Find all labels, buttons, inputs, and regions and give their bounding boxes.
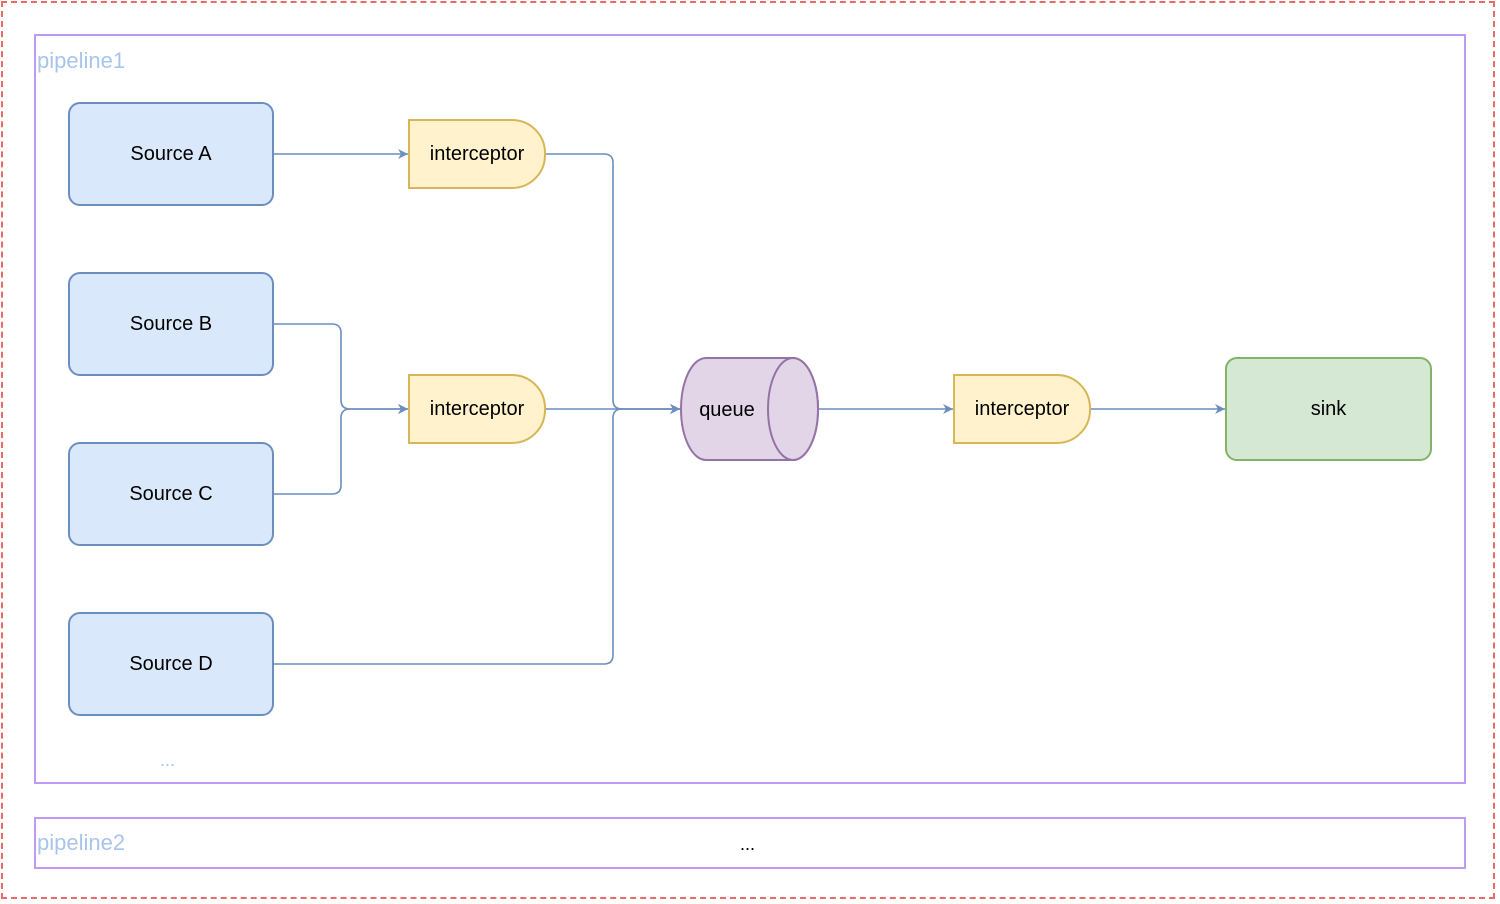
source-c-node: Source C xyxy=(68,442,274,546)
edge-sourceD-queue xyxy=(273,404,680,665)
source-a-label: Source A xyxy=(130,142,212,165)
interceptor-2-node: interceptor xyxy=(408,374,546,444)
queue-label: queue xyxy=(699,399,755,421)
queue-node: queue xyxy=(680,357,819,461)
pipeline2-label: pipeline2 xyxy=(37,830,126,855)
interceptor-3-node: interceptor xyxy=(953,374,1091,444)
edge-sourceB-interceptor2 xyxy=(273,323,408,414)
source-b-node: Source B xyxy=(68,272,274,376)
interceptor-3-label: interceptor xyxy=(974,397,1070,420)
pipeline1-container xyxy=(34,34,1466,784)
source-b-label: Source B xyxy=(129,312,213,335)
sources-ellipsis: ... xyxy=(160,750,176,770)
source-d-label: Source D xyxy=(129,652,213,675)
pipeline2-ellipsis: ... xyxy=(740,834,756,854)
interceptor-2-label: interceptor xyxy=(429,397,525,420)
sink-node: sink xyxy=(1225,357,1432,461)
sink-label: sink xyxy=(1310,397,1347,420)
pipeline2-container xyxy=(34,817,1466,869)
interceptor-1-node: interceptor xyxy=(408,119,546,189)
edge-sourceC-interceptor2 xyxy=(273,404,408,495)
source-d-node: Source D xyxy=(68,612,274,716)
pipeline1-label: pipeline1 xyxy=(37,48,126,73)
edge-interceptor1-queue xyxy=(545,153,680,414)
source-c-label: Source C xyxy=(129,482,213,505)
source-a-node: Source A xyxy=(68,102,274,206)
interceptor-1-label: interceptor xyxy=(429,142,525,165)
